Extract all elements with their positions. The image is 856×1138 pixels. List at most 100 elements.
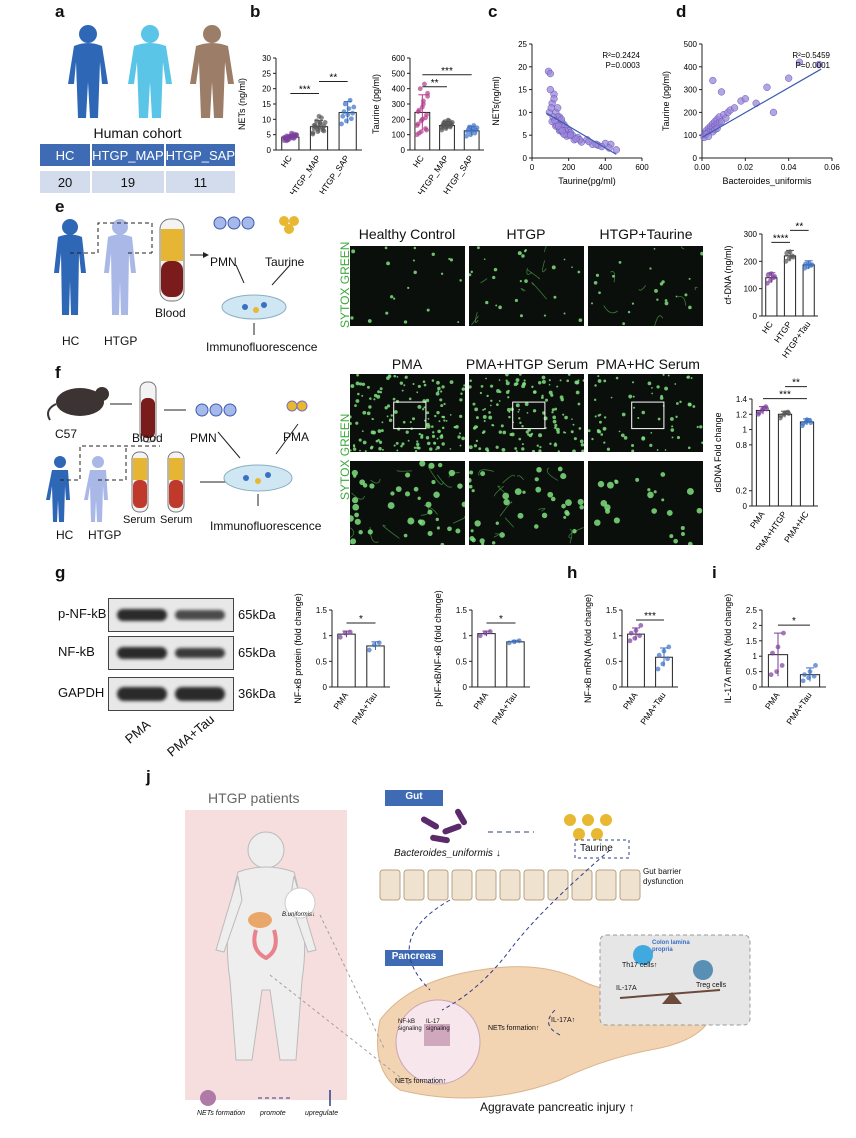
- cell-signal: [656, 385, 660, 389]
- y-axis-label: dsDNA Fold change: [713, 412, 723, 492]
- data-point: [637, 633, 642, 639]
- mouse-icon: [47, 387, 109, 421]
- net-fiber: [350, 527, 355, 539]
- gut-label: Gut: [405, 791, 423, 802]
- y-tick-label: 300: [684, 86, 698, 95]
- cell-signal: [572, 528, 577, 534]
- cell-signal: [536, 466, 542, 473]
- cell-signal: [567, 374, 571, 376]
- cell-signal: [600, 500, 608, 507]
- data-point: [628, 630, 634, 636]
- cell-signal: [690, 377, 693, 380]
- data-point: [768, 278, 773, 283]
- patients-title: HTGP patients: [208, 790, 300, 806]
- table-cell-hc: 20: [40, 171, 93, 193]
- net-fiber: [497, 485, 505, 493]
- cell-signal: [662, 374, 665, 376]
- data-point: [366, 647, 372, 653]
- data-point: [340, 113, 346, 119]
- cell-signal: [475, 439, 479, 443]
- annotation-label: R²=0.2424: [602, 51, 640, 60]
- data-point: [424, 127, 429, 133]
- cell-signal: [521, 447, 525, 451]
- y-tick-label: 1: [323, 632, 328, 641]
- cell-signal: [475, 416, 479, 420]
- data-point: [420, 98, 426, 104]
- data-point: [287, 134, 293, 140]
- y-tick-label: 1.2: [736, 410, 748, 419]
- cell-signal: [515, 378, 520, 382]
- net-fiber: [677, 296, 687, 306]
- cell-signal: [417, 384, 421, 388]
- cell-signal: [461, 436, 465, 441]
- data-point: [416, 130, 422, 136]
- cell-signal: [461, 387, 465, 391]
- cell-signal: [550, 496, 556, 502]
- cell-signal: [519, 374, 522, 376]
- cell-signal: [414, 450, 418, 452]
- y-tick-label: 15: [262, 100, 271, 109]
- data-point: [785, 74, 793, 82]
- cell-signal: [661, 280, 665, 284]
- cell-signal: [578, 427, 582, 430]
- cell-signal: [431, 434, 436, 438]
- net-fiber: [603, 305, 618, 314]
- blood-label: Blood: [132, 431, 163, 445]
- y-tick-label: 0: [613, 683, 618, 692]
- cell-signal: [399, 381, 404, 385]
- cell-signal: [355, 421, 359, 425]
- cell-signal: [431, 379, 435, 382]
- cell-signal: [515, 450, 518, 452]
- cell-signal: [386, 261, 390, 266]
- micrograph-pma-zoom: [350, 461, 465, 545]
- cell-signal: [547, 491, 554, 498]
- cell-signal: [531, 385, 534, 389]
- cell-signal: [532, 409, 537, 413]
- cell-signal: [380, 429, 384, 433]
- cohort-title: Human cohort: [93, 125, 182, 141]
- blot-lane-pma: PMA: [122, 716, 154, 747]
- cell-signal: [482, 408, 485, 411]
- data-point: [795, 58, 804, 66]
- cell-signal: [413, 486, 419, 492]
- cell-signal: [582, 379, 584, 382]
- data-point: [342, 101, 348, 107]
- net-fiber: [568, 527, 584, 539]
- cell-signal: [591, 437, 594, 441]
- cell-signal: [362, 410, 367, 415]
- cell-signal: [541, 512, 548, 519]
- y-tick-label: 0.5: [456, 657, 468, 666]
- serum-label-2: Serum: [160, 514, 193, 526]
- cell-signal: [493, 267, 498, 272]
- cell-signal: [419, 519, 426, 526]
- cell-signal: [418, 432, 421, 436]
- cell-signal: [533, 390, 537, 394]
- y-tick-label: 0.2: [736, 487, 748, 496]
- x-tick-label: HC: [279, 153, 294, 169]
- htgp-donor-icon: [84, 456, 108, 522]
- cell-signal: [436, 410, 440, 415]
- cell-signal: [671, 436, 674, 439]
- data-point: [633, 628, 639, 633]
- cell-signal: [350, 384, 355, 389]
- zoom-line: [319, 914, 386, 1051]
- cell-signal: [396, 375, 399, 378]
- cell-signal: [578, 318, 583, 322]
- net-fiber: [504, 517, 515, 528]
- cell-signal: [577, 270, 581, 274]
- y-tick-label: 0: [693, 154, 698, 163]
- data-point: [347, 629, 353, 635]
- net-fiber: [436, 474, 453, 488]
- net-fiber: [610, 271, 616, 283]
- cell-signal: [435, 517, 439, 522]
- cell-signal: [403, 384, 406, 387]
- significance-label: **: [792, 378, 800, 389]
- data-point: [783, 258, 789, 264]
- cell-signal: [397, 427, 401, 431]
- cell-signal: [560, 397, 564, 402]
- annotation-label: R²=0.5459: [792, 51, 830, 60]
- data-point: [808, 420, 814, 426]
- cell-signal: [674, 383, 677, 385]
- cell-signal: [687, 402, 692, 407]
- cell-signal: [431, 480, 436, 485]
